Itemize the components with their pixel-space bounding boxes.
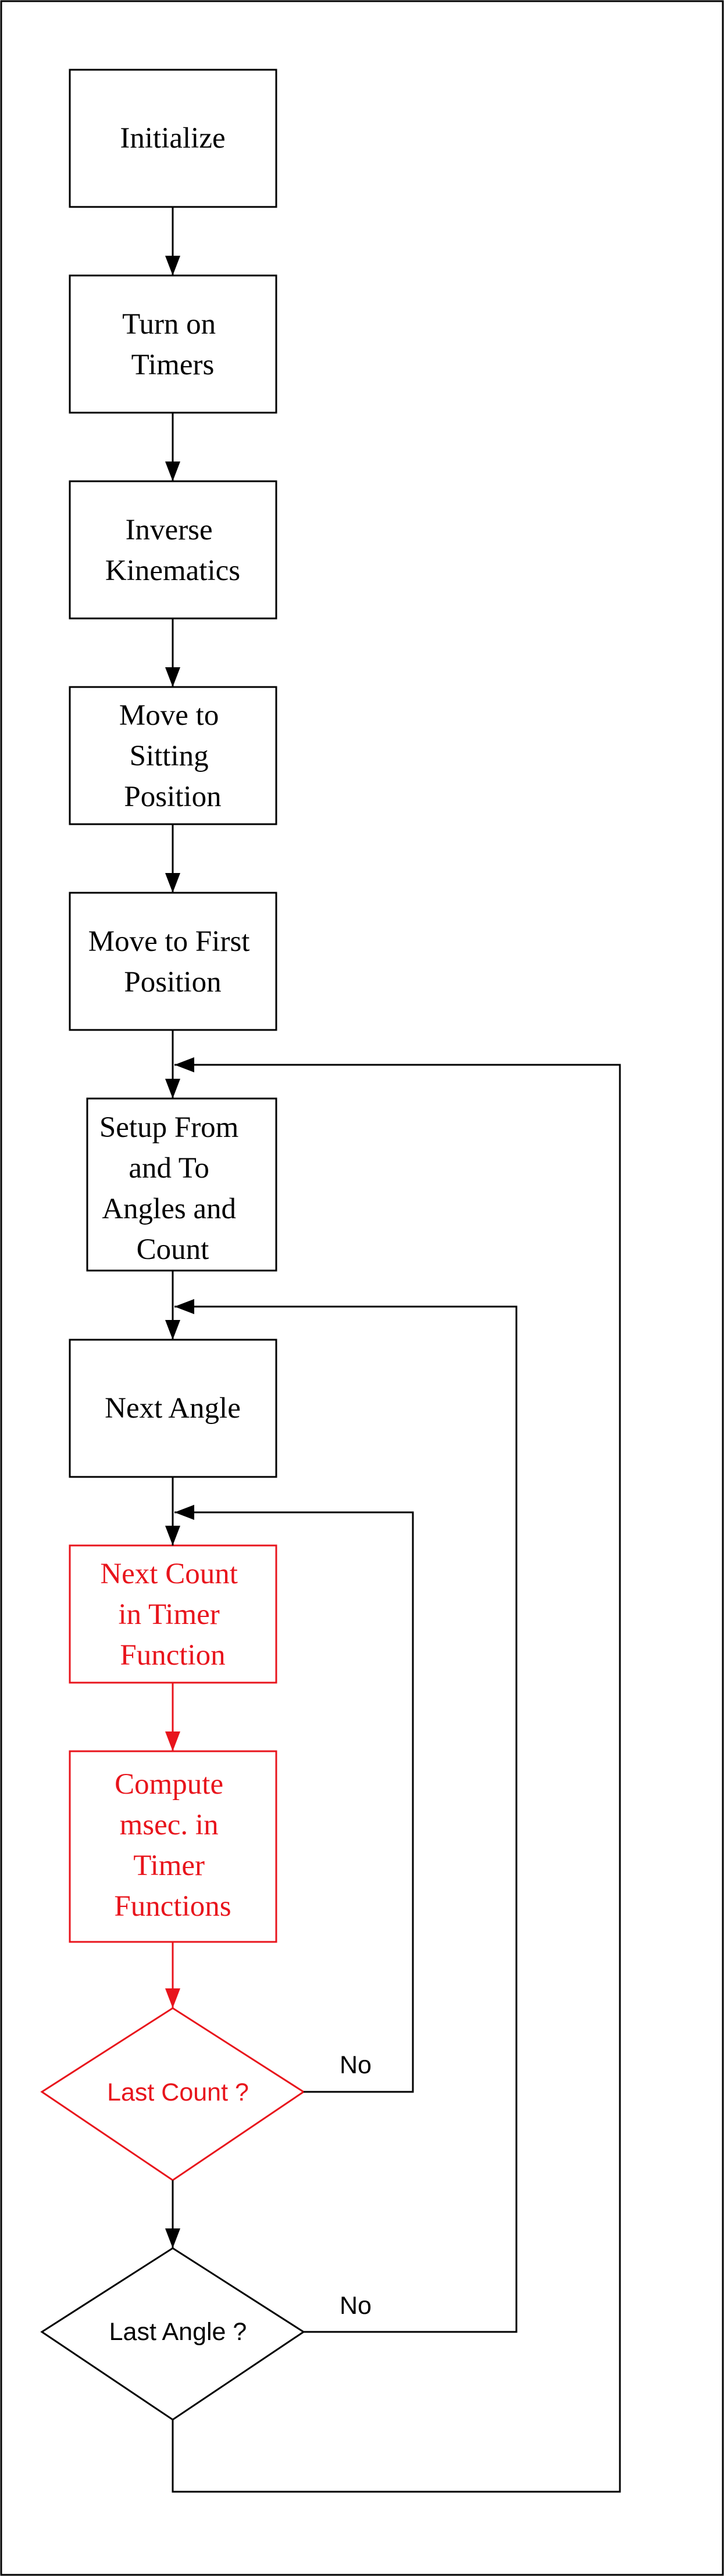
- node-compute-msec-line: Timer: [133, 1849, 205, 1882]
- node-next-angle: Next Angle: [69, 1339, 277, 1478]
- svg-text:Inverse Kinematics: Inverse Kinematics: [105, 514, 240, 587]
- edge-last-angle-no-loop: [174, 1299, 518, 2333]
- node-inverse-kinematics: Inverse Kinematics: [69, 480, 277, 620]
- node-last-count-label: Last Count ?: [107, 2078, 249, 2106]
- node-compute-msec-line: Compute: [115, 1768, 223, 1801]
- node-next-count-line: Function: [120, 1639, 225, 1672]
- node-initialize: Initialize: [69, 69, 277, 208]
- node-setup-angles-line: and To: [129, 1152, 209, 1185]
- svg-text:Move to Sitting Po: Move to Sitting Position: [119, 699, 226, 813]
- svg-text:Move to First Position: Move to First Position: [88, 925, 257, 999]
- svg-text:Last Count ?: Last Count ?: [107, 2078, 249, 2106]
- node-setup-angles-line: Count: [137, 1233, 209, 1266]
- node-inverse-kinematics-line: Kinematics: [105, 554, 240, 587]
- svg-text:Turn on Timers: Turn on Timers: [122, 308, 223, 381]
- node-turn-on-timers: Turn on Timers: [69, 274, 277, 414]
- node-compute-msec: Compute msec. in Timer Functions: [69, 1750, 277, 1943]
- edge-label-last-angle-no: No: [340, 2292, 372, 2320]
- node-move-to-sitting-line: Sitting: [130, 740, 209, 772]
- svg-text:Last Angle ?: Last Angle ?: [109, 2318, 247, 2346]
- svg-text:Initialize: Initialize: [120, 122, 225, 155]
- node-move-to-sitting-line: Position: [124, 781, 221, 813]
- svg-text:Setup From and To: Setup From and To Angles and Count: [99, 1111, 246, 1266]
- node-next-count-line: Next Count: [100, 1558, 238, 1590]
- node-move-to-sitting-line: Move to: [119, 699, 219, 732]
- node-compute-msec-line: Functions: [114, 1890, 231, 1923]
- svg-text:Next Count in Timer: Next Count in Timer Function: [100, 1558, 245, 1672]
- edge-label-last-count-no: No: [340, 2051, 372, 2079]
- node-initialize-line: Initialize: [120, 122, 225, 155]
- svg-text:Compute msec. in T: Compute msec. in Timer Functions: [114, 1768, 231, 1923]
- edge-last-count-no-loop: [174, 1505, 414, 2093]
- node-setup-angles-line: Angles and: [102, 1193, 236, 1225]
- node-move-to-first-line: Position: [124, 966, 221, 999]
- edge-last-angle-yes-loop: [172, 1057, 621, 2493]
- node-last-angle-label: Last Angle ?: [109, 2318, 247, 2346]
- node-next-count: Next Count in Timer Function: [69, 1544, 277, 1684]
- svg-text:Next Angle: Next Angle: [105, 1392, 241, 1425]
- node-setup-angles-line: Setup From: [99, 1111, 238, 1144]
- node-turn-on-timers-line: Timers: [131, 349, 215, 381]
- node-turn-on-timers-line: Turn on: [122, 308, 216, 341]
- node-move-to-sitting: Move to Sitting Position: [69, 686, 277, 825]
- node-next-angle-line: Next Angle: [105, 1392, 241, 1425]
- node-last-angle: Last Angle ?: [40, 2247, 305, 2421]
- node-move-to-first-line: Move to First: [88, 925, 250, 958]
- node-next-count-line: in Timer: [118, 1598, 219, 1631]
- node-setup-angles: Setup From and To Angles and Count: [86, 1097, 277, 1272]
- node-move-to-first: Move to First Position: [69, 892, 277, 1031]
- node-inverse-kinematics-line: Inverse: [126, 514, 213, 546]
- node-compute-msec-line: msec. in: [120, 1809, 219, 1841]
- node-last-count: Last Count ?: [40, 2007, 305, 2181]
